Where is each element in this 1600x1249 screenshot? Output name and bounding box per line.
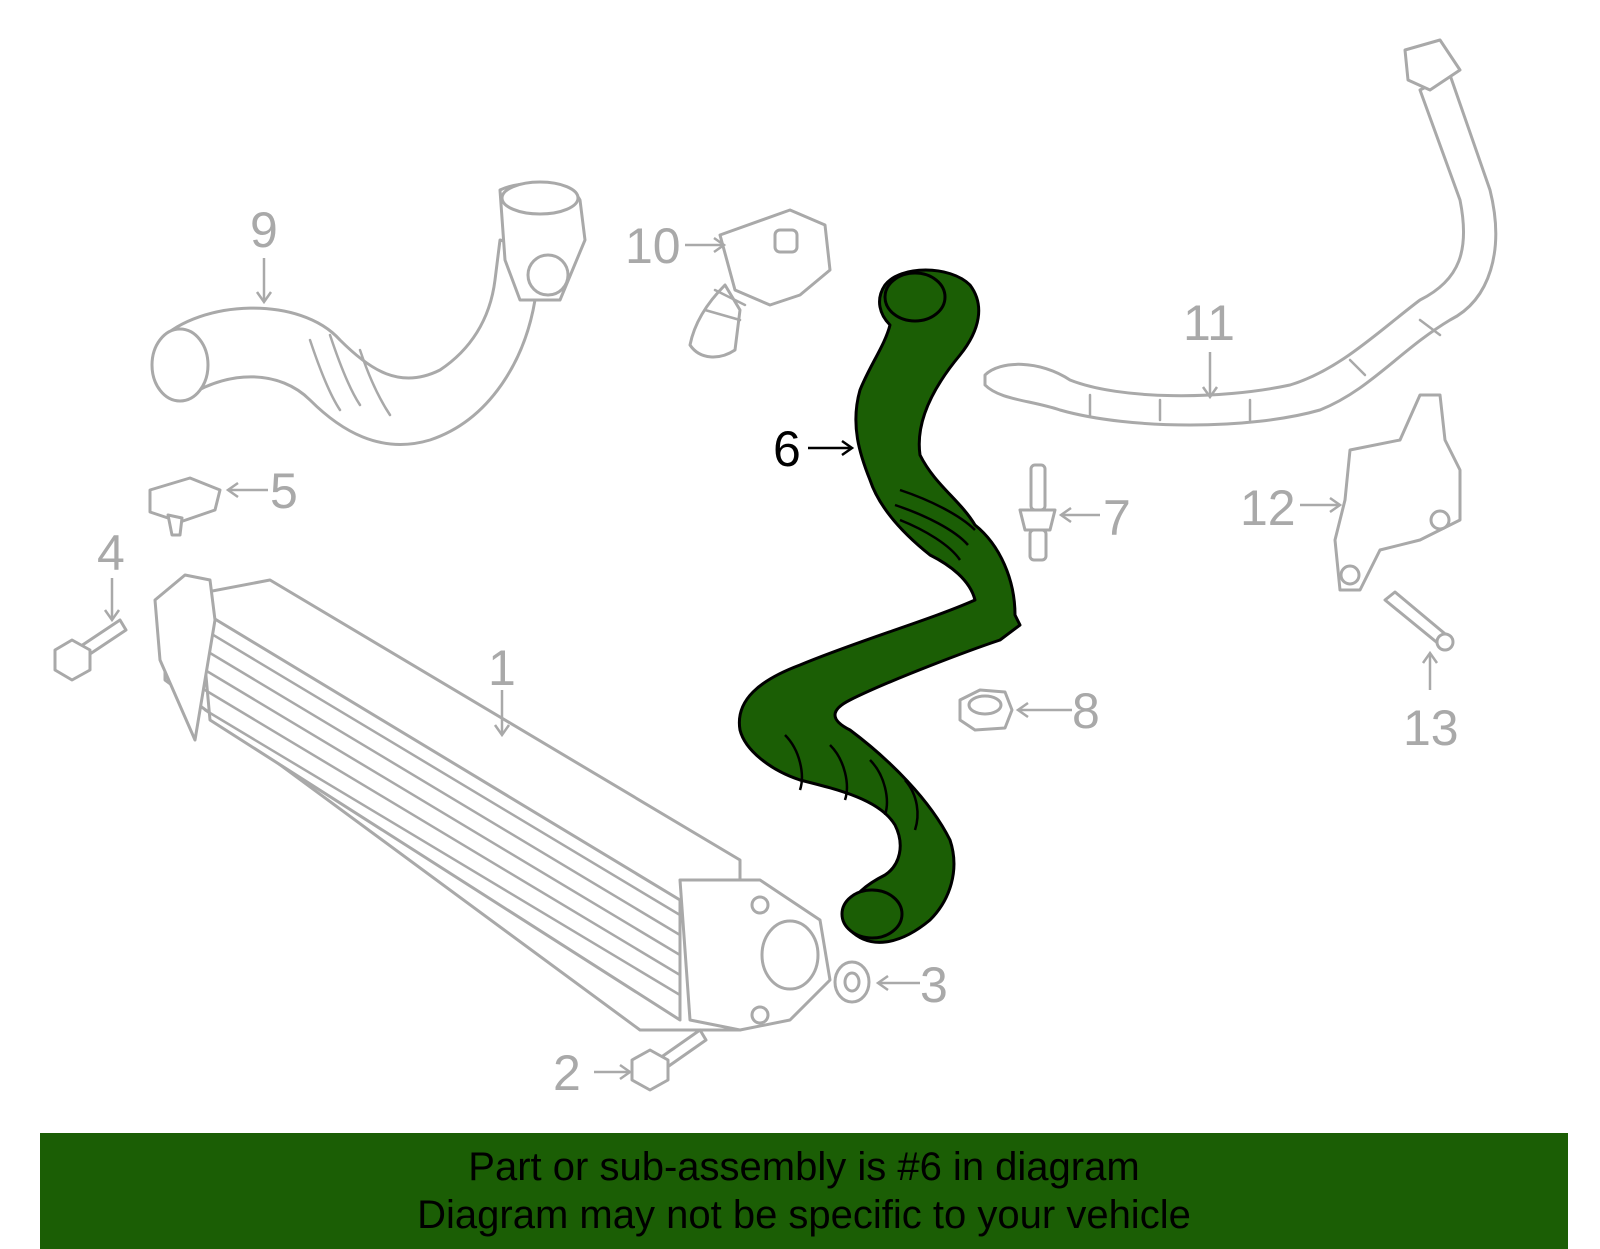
callout-11: 11 bbox=[1183, 295, 1235, 351]
callout-7: 7 bbox=[1103, 490, 1131, 546]
part-6-hose-highlighted[interactable] bbox=[737, 268, 1022, 944]
part-13-stud bbox=[1383, 590, 1455, 652]
callout-labels: 1 2 3 4 5 6 7 8 9 10 11 12 13 bbox=[97, 202, 1459, 1101]
part-11-hose bbox=[983, 38, 1498, 427]
callout-6[interactable]: 6 bbox=[773, 421, 801, 477]
callout-1: 1 bbox=[488, 640, 516, 696]
callout-2: 2 bbox=[553, 1045, 581, 1101]
leader-lines bbox=[103, 236, 1439, 1081]
caption-banner: Part or sub-assembly is #6 in diagram Di… bbox=[40, 1133, 1568, 1249]
part-10-valve bbox=[688, 208, 832, 359]
callout-9: 9 bbox=[250, 202, 278, 258]
part-2-bolt bbox=[630, 1028, 708, 1092]
caption-line-1: Part or sub-assembly is #6 in diagram bbox=[468, 1145, 1140, 1189]
callout-3: 3 bbox=[920, 957, 948, 1013]
callout-5: 5 bbox=[270, 463, 298, 519]
callout-4: 4 bbox=[97, 525, 125, 581]
part-7-pin bbox=[1018, 463, 1057, 562]
callout-13: 13 bbox=[1403, 700, 1459, 756]
callout-12: 12 bbox=[1240, 480, 1296, 536]
part-9-intake-hose bbox=[150, 180, 587, 446]
callout-8: 8 bbox=[1072, 683, 1100, 739]
part-1-intercooler bbox=[153, 573, 832, 1032]
callout-10: 10 bbox=[625, 218, 681, 274]
part-12-bracket bbox=[1333, 393, 1462, 592]
part-4-bolt bbox=[53, 618, 128, 682]
part-3-grommet bbox=[833, 960, 871, 1004]
part-8-nut bbox=[958, 688, 1014, 732]
part-5-clip bbox=[148, 476, 222, 537]
caption-line-2: Diagram may not be specific to your vehi… bbox=[417, 1193, 1191, 1237]
